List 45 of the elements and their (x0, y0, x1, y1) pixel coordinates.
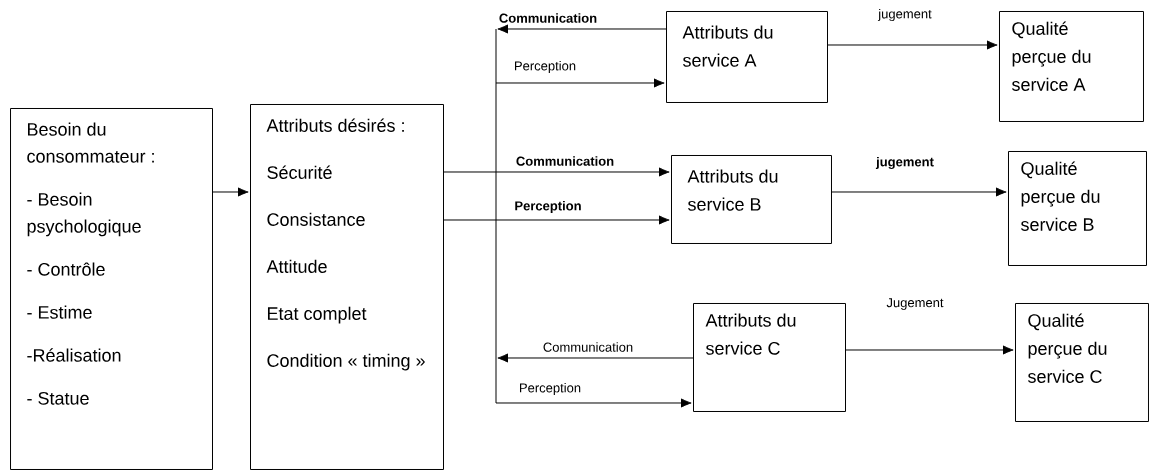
edge-label: Communication (541, 341, 635, 353)
box-text: Attributs du service A (682, 25, 773, 67)
arrow (443, 215, 670, 225)
arrow (495, 78, 665, 88)
box-text: -Réalisation (27, 348, 121, 362)
text-box (671, 155, 832, 244)
text-box (1008, 151, 1147, 266)
box-text: Etat complet (268, 306, 367, 324)
edge-label: Perception (512, 59, 578, 75)
text-box (250, 104, 444, 470)
edge-label: Perception (513, 199, 583, 215)
text-box (693, 303, 846, 412)
text-box (1015, 303, 1149, 422)
box-text: Qualité perçue du service A (1012, 21, 1091, 91)
box-text: Attributs du service C (705, 313, 796, 355)
box-text: Qualité perçue du service C (1028, 313, 1107, 383)
edge-label: jugement (875, 155, 935, 171)
box-text: Attributs du service B (687, 169, 778, 211)
edge-label: Communication (497, 12, 599, 24)
edge-label: Jugement (885, 297, 945, 311)
box-text: - Besoin psychologique (27, 192, 141, 237)
text-box (999, 11, 1144, 122)
arrow (845, 345, 1014, 355)
box-text: - Statue (27, 391, 89, 405)
box-text: Condition « timing » (267, 353, 425, 371)
arrow (212, 187, 249, 197)
arrow (827, 40, 998, 50)
box-text: - Contrôle (27, 262, 105, 276)
arrow (495, 398, 692, 408)
box-text: Attributs désirés : (266, 118, 404, 132)
box-text: - Estime (27, 305, 92, 319)
box-text: Qualité perçue du service B (1021, 161, 1100, 231)
box-text: Besoin du consommateur : (27, 122, 154, 163)
arrow (831, 187, 1007, 197)
edge-label: Communication (514, 155, 616, 167)
arrow (443, 167, 670, 177)
box-text: Consistance (267, 212, 365, 226)
arrow (497, 353, 694, 363)
edge-label: jugement (877, 7, 933, 23)
box-text: Attitude (266, 259, 327, 273)
text-box (10, 108, 213, 470)
edge-label: Perception (517, 381, 583, 397)
box-text: Sécurité (267, 165, 332, 179)
arrow (497, 24, 667, 34)
text-box (666, 11, 828, 103)
